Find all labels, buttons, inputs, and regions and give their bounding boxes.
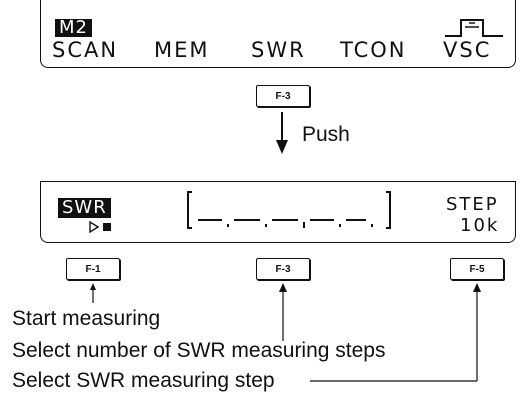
push-label: Push: [302, 123, 350, 146]
menu-item-scan[interactable]: SCAN: [52, 38, 119, 62]
desc-start-measuring: Start measuring: [12, 307, 161, 330]
key-f5[interactable]: F-5: [450, 258, 504, 280]
swr-display: [40, 181, 516, 243]
play-stop-icon: [89, 221, 111, 233]
key-f1[interactable]: F-1: [66, 258, 120, 280]
menu-item-vsc[interactable]: VSC: [443, 38, 492, 62]
swr-badge: SWR: [58, 198, 111, 218]
vsc-scan-icon: [445, 19, 503, 37]
swr-bar-meter: [187, 191, 391, 229]
menu-item-mem[interactable]: MEM: [154, 38, 210, 62]
menu-item-swr[interactable]: SWR: [251, 38, 306, 62]
push-key-f3[interactable]: F-3: [256, 85, 310, 107]
menu-item-tcon[interactable]: TCON: [340, 38, 407, 62]
step-value: 10k: [460, 215, 500, 236]
memory-badge: M2: [55, 19, 92, 37]
down-arrow-icon: [276, 112, 288, 154]
desc-select-step: Select SWR measuring step: [12, 369, 275, 392]
step-label: STEP: [446, 194, 499, 215]
desc-select-step-count: Select number of SWR measuring steps: [12, 339, 386, 362]
function-display-top: [40, 0, 516, 68]
key-f3[interactable]: F-3: [256, 258, 310, 280]
